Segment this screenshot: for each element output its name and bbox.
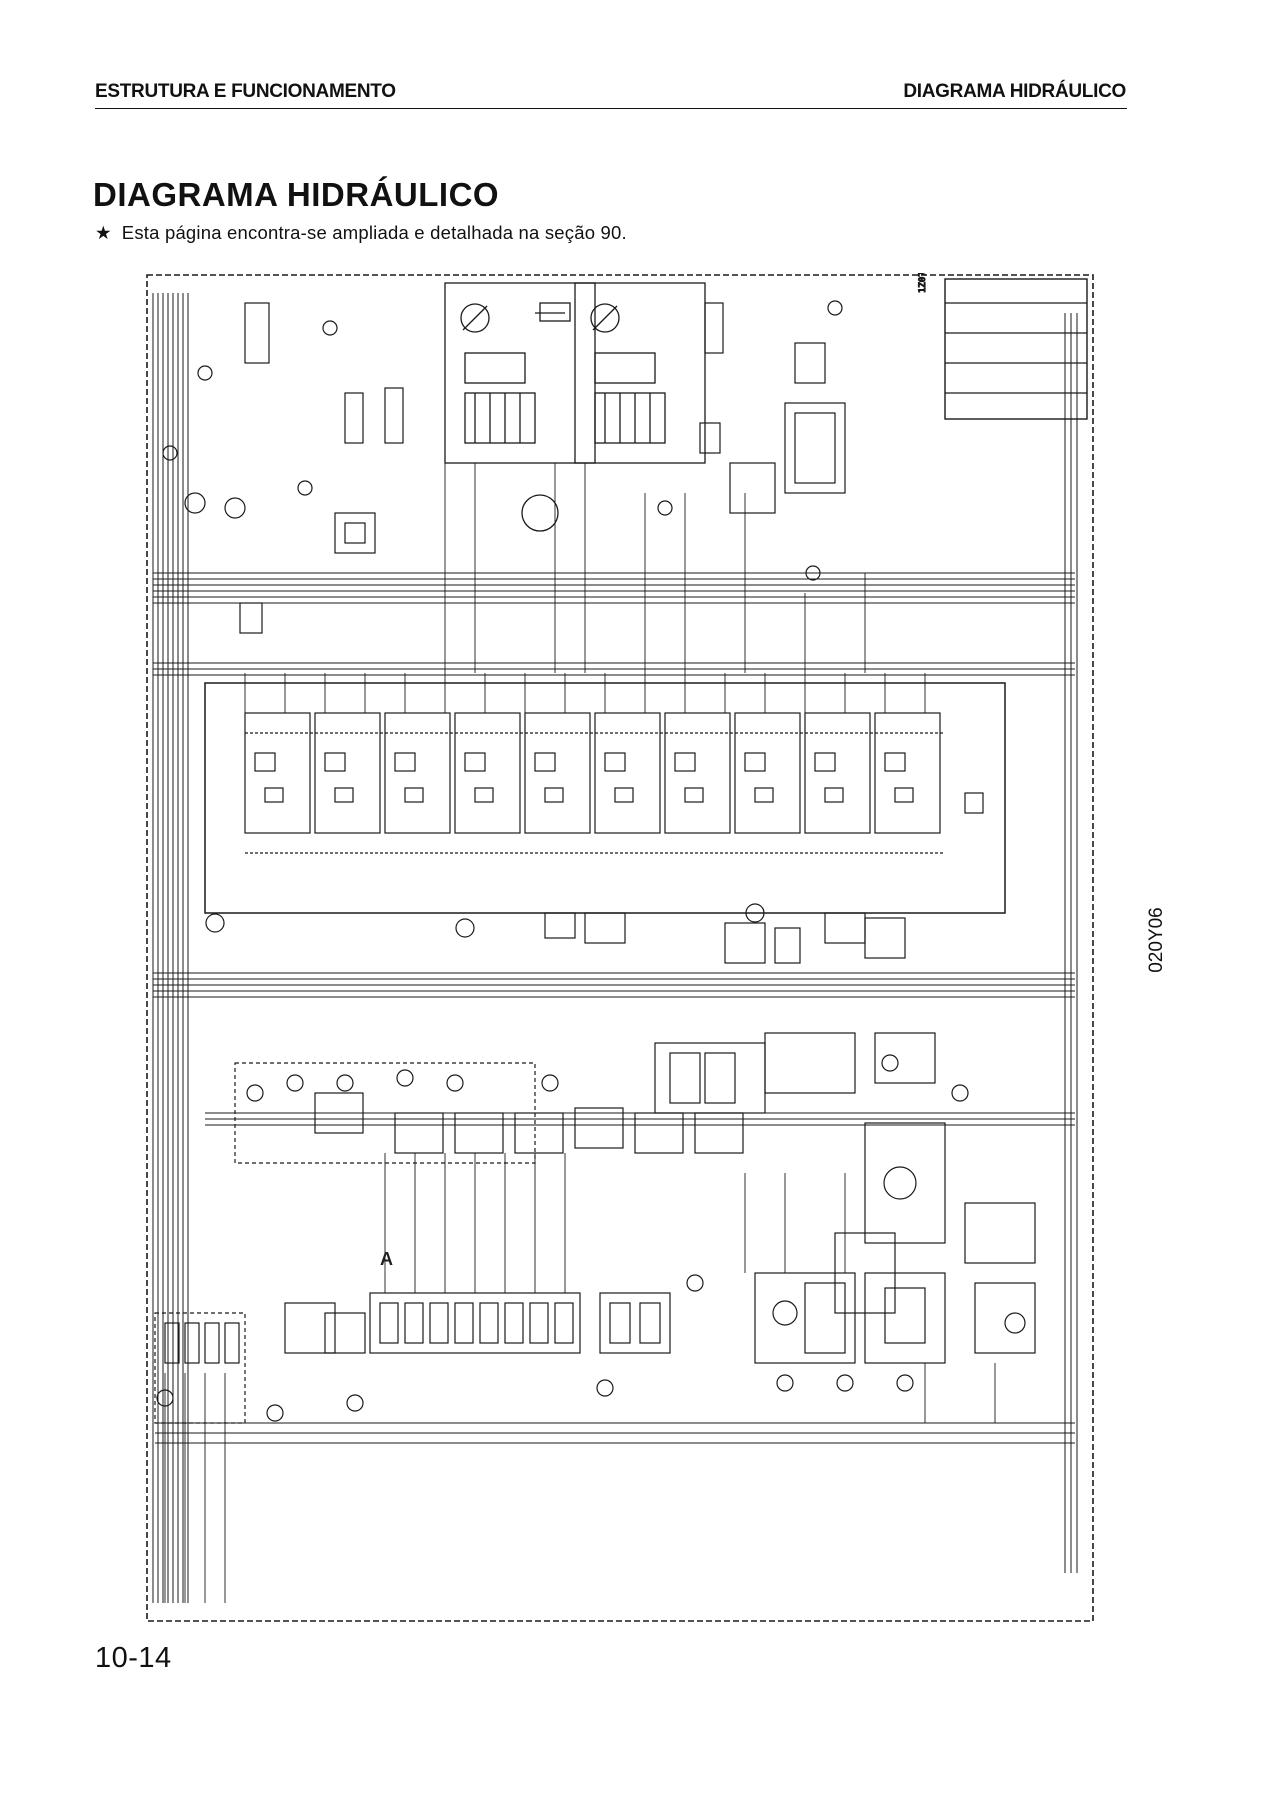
- lower-solenoid-block: [654, 1032, 1036, 1314]
- page-number: 10-14: [95, 1642, 172, 1674]
- vertical-buses: [152, 293, 1078, 1603]
- page-title: DIAGRAMA HIDRÁULICO: [93, 176, 500, 213]
- upper-left-components: [162, 302, 404, 634]
- mid-components: [205, 903, 906, 964]
- control-valve-bank: [204, 682, 1006, 914]
- header-section-title: ESTRUTURA E FUNCIONAMENTO: [95, 81, 396, 102]
- header-topic-title: DIAGRAMA HIDRÁULICO: [903, 81, 1126, 102]
- figure-code-label: 020Y06: [1146, 907, 1167, 973]
- drawing-number-block: 1Z07-60-21504: [917, 273, 928, 294]
- note-line: ★ Esta página encontra-se ampliada e deta…: [95, 222, 627, 244]
- header-divider: [95, 108, 1127, 109]
- note-text: Esta página encontra-se ampliada e detal…: [121, 222, 627, 243]
- lower-bus-lines: [155, 1153, 1075, 1603]
- horizontal-buses: [153, 572, 1075, 1126]
- diagram-border: [146, 274, 1094, 1622]
- figure-code: 020Y06: [1137, 895, 1177, 985]
- drawing-number: 1Z07-60-21504: [918, 273, 928, 293]
- star-icon: ★: [95, 222, 112, 243]
- pilot-piping-lines: [244, 463, 926, 713]
- pump-section-left: [444, 282, 596, 464]
- upper-right-components: [657, 300, 846, 581]
- pump-section-right: [521, 282, 706, 532]
- hydraulic-diagram: 1Z07-60-21504: [145, 273, 1095, 1623]
- section-letter-label: A: [380, 1249, 393, 1269]
- diagram-letter-label: A: [380, 1249, 393, 1269]
- ppc-valve-array: [154, 1274, 704, 1424]
- lower-right-hydraulics: [754, 1272, 1036, 1392]
- lower-ppc-block: [234, 1062, 744, 1164]
